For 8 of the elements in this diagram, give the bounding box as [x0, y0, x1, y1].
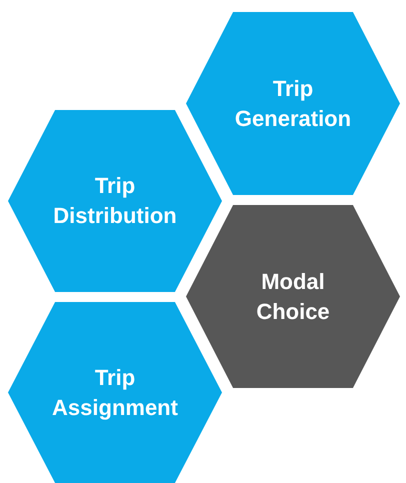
tile-label: Trip Distribution	[52, 172, 178, 230]
hexagon-tile	[186, 12, 400, 195]
hexagon-tile	[8, 110, 222, 292]
tile-label: Modal Choice	[255, 268, 331, 326]
hexagon-tile	[186, 205, 400, 388]
tile-label: Trip Assignment	[51, 364, 179, 422]
hexagon-tile	[8, 302, 222, 483]
tile-label: Trip Generation	[234, 74, 352, 132]
